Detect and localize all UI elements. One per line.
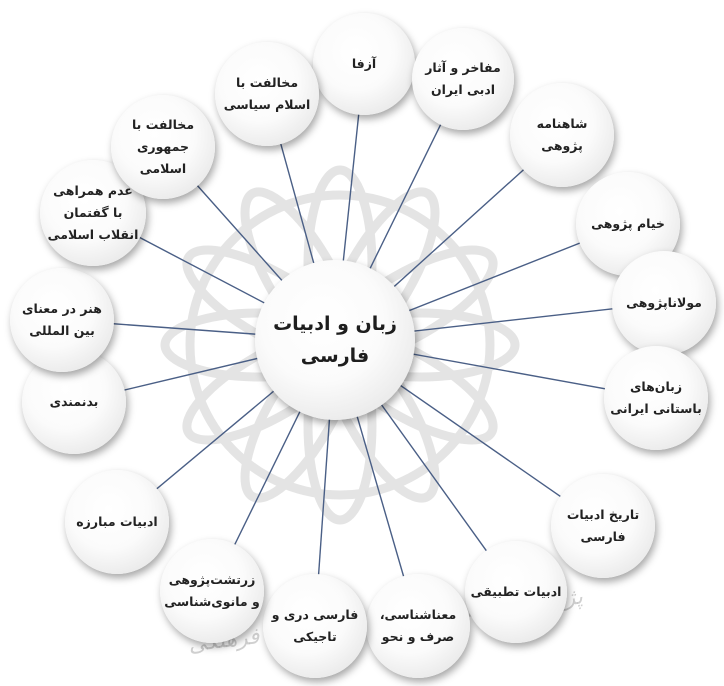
node-label: زرتشت‌پژوهی و مانوی‌شناسی (164, 572, 260, 609)
center-node: زبان و ادبیات فارسی (255, 260, 415, 420)
center-label: زبان و ادبیات فارسی (273, 312, 397, 367)
node-eslam: مخالفت با اسلام سیاسی (215, 42, 319, 146)
node-mobareze: ادبیات مبارزه (65, 470, 169, 574)
node-label: آزفا (351, 56, 377, 72)
node-mafakher: مفاخر و آثار ادبی ایران (412, 28, 514, 130)
node-zabanha: زبان‌های باستانی ایرانی (604, 346, 708, 450)
node-label: مفاخر و آثار ادبی ایران (425, 60, 501, 97)
node-label: مخالفت با اسلام سیاسی (223, 75, 311, 112)
node-label: مولاناپژوهی (626, 295, 702, 311)
node-label: معناشناسی، صرف و نحو (379, 607, 457, 644)
node-label: زبان‌های باستانی ایرانی (610, 379, 702, 416)
node-label: مخالفت با جمهوری اسلامی (131, 117, 195, 176)
node-label: بدنمندی (49, 394, 99, 410)
node-azfa: آزفا (313, 13, 415, 115)
node-zartosht: زرتشت‌پژوهی و مانوی‌شناسی (160, 539, 264, 643)
node-label: خیام پژوهی (591, 216, 665, 232)
node-honar: هنر در معنای بین المللی (10, 268, 114, 372)
node-tarikh: تاریخ ادبیات فارسی (551, 474, 655, 578)
node-label: ادبیات مبارزه (76, 514, 158, 530)
node-label: عدم همراهی با گفتمان انقلاب اسلامی (47, 183, 139, 242)
node-jomhouri: مخالفت با جمهوری اسلامی (111, 95, 215, 199)
node-tatbighi: ادبیات تطبیقی (465, 541, 567, 643)
node-label: ادبیات تطبیقی (470, 584, 562, 600)
node-shahnameh: شاهنامه پژوهی (510, 83, 614, 187)
node-mowlana: مولاناپژوهی (612, 251, 716, 355)
node-dari: فارسی دری و تاجیکی (263, 574, 367, 678)
node-label: هنر در معنای بین المللی (22, 301, 102, 338)
node-label: تاریخ ادبیات فارسی (566, 507, 640, 544)
node-label: فارسی دری و تاجیکی (271, 607, 359, 644)
node-manashenasi: معناشناسی، صرف و نحو (366, 574, 470, 678)
node-label: شاهنامه پژوهی (536, 116, 588, 153)
